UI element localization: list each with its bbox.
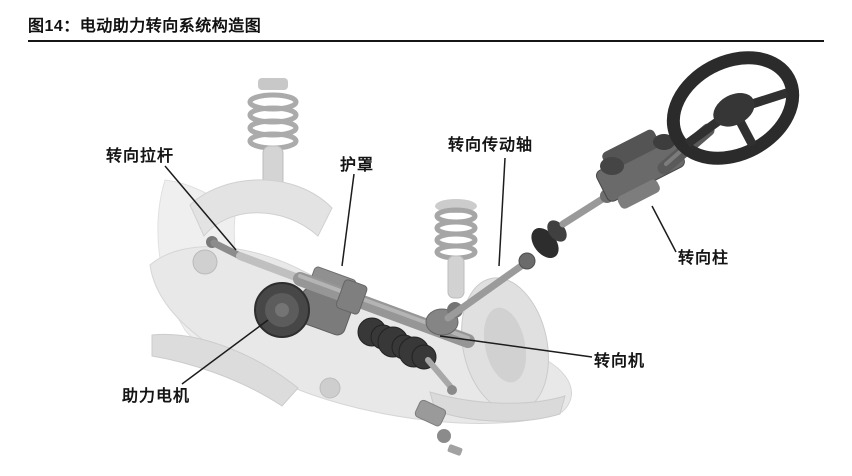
label-drive-shaft: 转向传动轴 xyxy=(448,137,534,154)
leader-drive-shaft xyxy=(498,157,506,267)
bellows-boot xyxy=(357,317,437,370)
intermediate-shaft xyxy=(444,189,614,322)
steering-wheel xyxy=(666,51,800,165)
steering-wheel-hub xyxy=(713,92,755,127)
label-gear: 转向机 xyxy=(594,353,646,370)
leader-motor xyxy=(181,319,269,385)
leader-lines xyxy=(164,157,677,385)
label-tie-rod: 转向拉杆 xyxy=(106,148,175,165)
strut-body-center xyxy=(447,255,465,299)
strut-top-mount xyxy=(258,78,288,90)
coil-spring-center xyxy=(434,207,478,261)
label-boot: 护罩 xyxy=(340,157,375,174)
universal-joint xyxy=(518,252,536,270)
coil-spring-left xyxy=(247,92,299,151)
lower-control-arm xyxy=(151,333,299,407)
label-motor: 助力电机 xyxy=(122,388,191,405)
leader-tie-rod xyxy=(164,165,237,251)
figure-title: 图14：电动助力转向系统构造图 xyxy=(28,18,262,35)
leader-column xyxy=(651,205,677,253)
label-column: 转向柱 xyxy=(678,250,730,267)
upper-control-arm xyxy=(189,179,333,237)
leader-boot xyxy=(341,173,355,267)
leader-gear xyxy=(439,335,593,358)
steering-wheel-rim xyxy=(666,51,800,165)
title-divider xyxy=(28,40,824,42)
